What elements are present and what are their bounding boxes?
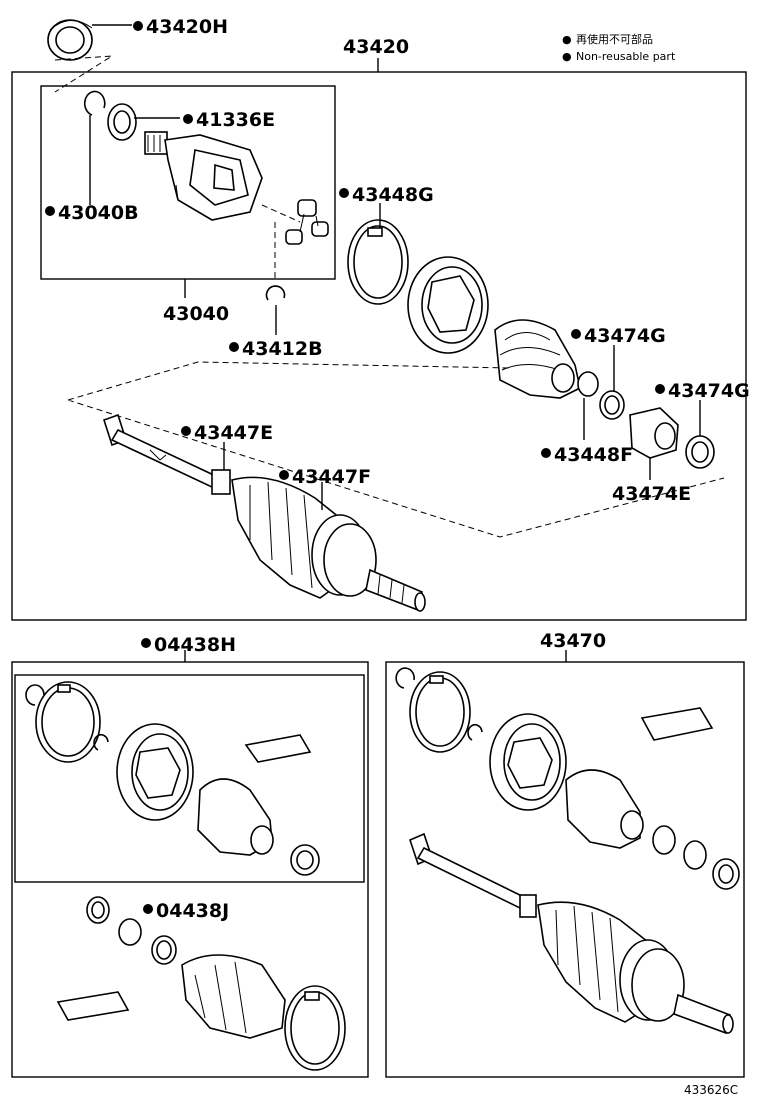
callout-43470: 43470 bbox=[540, 630, 606, 652]
callout-43420: 43420 bbox=[343, 36, 409, 58]
drive-shaft-drawing bbox=[103, 413, 426, 612]
callout-41336E: 41336E bbox=[196, 109, 275, 131]
legend-marker-1: ● bbox=[562, 33, 572, 46]
main-assembly-frame bbox=[11, 71, 747, 621]
oil-seal-drawing bbox=[107, 103, 137, 141]
damper-ring-drawing bbox=[407, 256, 489, 354]
inboard-joint-housing-drawing bbox=[144, 131, 263, 221]
kit-h-parts-drawing bbox=[25, 681, 320, 876]
callout-43040B: 43040B bbox=[58, 202, 139, 224]
legend-line-english: Non-reusable part bbox=[576, 50, 676, 63]
callout-43412B: 43412B bbox=[242, 338, 323, 360]
kit-j-parts-drawing bbox=[56, 896, 346, 1071]
reference-code: 433626C bbox=[684, 1083, 738, 1097]
hub-seal-ring-drawing bbox=[47, 19, 93, 61]
legend: ● 再使用不可部品 ● Non-reusable part bbox=[562, 32, 676, 63]
callout-43447F: 43447F bbox=[292, 466, 371, 488]
callout-04438H: 04438H bbox=[154, 634, 236, 656]
callout-43448G: 43448G bbox=[352, 184, 434, 206]
callout-04438J: 04438J bbox=[156, 900, 229, 922]
outboard-small-boot-drawing bbox=[629, 407, 679, 459]
large-boot-clamp-drawing bbox=[347, 219, 409, 305]
snap-ring-drawing bbox=[83, 90, 106, 116]
circlip-drawing bbox=[265, 285, 286, 301]
tripod-spider-drawing bbox=[285, 199, 329, 245]
boot-clamps-small-drawing bbox=[577, 371, 625, 420]
callout-43040: 43040 bbox=[163, 303, 229, 325]
callout-43474E: 43474E bbox=[612, 483, 691, 505]
inboard-boot-drawing bbox=[494, 319, 581, 399]
callout-43448F: 43448F bbox=[554, 444, 633, 466]
legend-marker-2: ● bbox=[562, 50, 572, 63]
shaft-assembly-parts-drawing bbox=[395, 667, 740, 1035]
boot-kit-frame bbox=[11, 661, 369, 1078]
shaft-assembly-frame bbox=[385, 661, 745, 1078]
outboard-clamp-drawing bbox=[685, 435, 715, 469]
callout-43474G-lower: 43474G bbox=[668, 380, 750, 402]
boot-kit-subframe bbox=[14, 674, 365, 883]
legend-line-japanese: 再使用不可部品 bbox=[576, 32, 653, 46]
non-reusable-dot bbox=[133, 21, 143, 31]
callout-43474G-upper: 43474G bbox=[584, 325, 666, 347]
inner-joint-subframe bbox=[40, 85, 336, 280]
callout-43447E: 43447E bbox=[194, 422, 273, 444]
callout-43420H: 43420H bbox=[146, 16, 228, 38]
